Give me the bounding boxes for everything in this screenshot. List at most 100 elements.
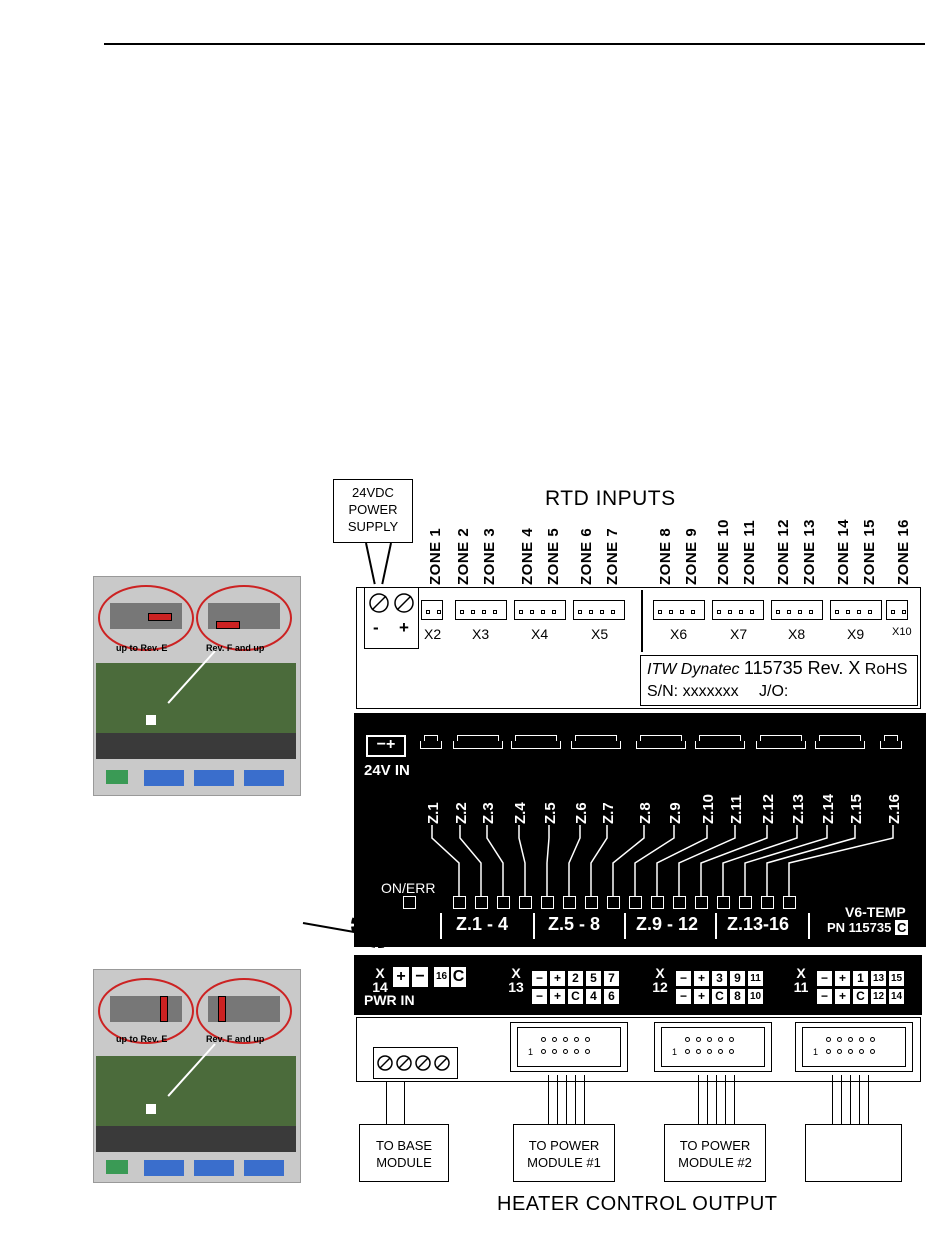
jumper — [148, 613, 172, 621]
output-terminal-cell: − — [816, 970, 833, 987]
zone-led — [497, 896, 510, 909]
terminal-block: - + — [364, 587, 419, 649]
pin-one-label: 1 — [528, 1047, 534, 1057]
group-divider — [808, 913, 810, 939]
output-terminal-cell: 10 — [747, 988, 764, 1005]
zone-led — [563, 896, 576, 909]
connector-pin — [589, 610, 593, 614]
header-inner — [802, 1027, 906, 1067]
connector-symbol-top — [515, 735, 557, 741]
board-traces — [431, 825, 894, 896]
header-pin — [707, 1049, 712, 1054]
bottom-box — [805, 1124, 902, 1182]
pwr-terminal-cell: + — [392, 966, 410, 988]
connector-pin — [728, 610, 732, 614]
ribbon-wire — [584, 1075, 585, 1127]
zone-led — [541, 896, 554, 909]
header-rule — [104, 43, 925, 45]
x-number: 14 — [372, 979, 388, 995]
zone-led — [453, 896, 466, 909]
output-terminal-cell: + — [834, 970, 851, 987]
blue-connector — [244, 1160, 284, 1176]
highlight-circle — [351, 902, 407, 948]
header-pin — [563, 1037, 568, 1042]
connector-symbol-top — [884, 735, 898, 741]
ribbon-wire — [850, 1075, 851, 1127]
ribbon-wire — [548, 1075, 549, 1127]
terminal-minus: - — [373, 618, 379, 637]
pin-one-label: 1 — [672, 1047, 678, 1057]
output-terminal-cell: 7 — [603, 970, 620, 987]
header-pin — [718, 1049, 723, 1054]
rtd-connector — [712, 600, 764, 620]
status-led — [403, 896, 416, 909]
header-pin — [696, 1037, 701, 1042]
zone-led — [761, 896, 774, 909]
connector-pin — [835, 610, 839, 614]
rtd-connector — [830, 600, 882, 620]
connector-pin — [868, 610, 872, 614]
connector-pin — [680, 610, 684, 614]
output-terminal-cell: 9 — [729, 970, 746, 987]
connector-pin — [493, 610, 497, 614]
header-pin — [696, 1049, 701, 1054]
header-pin — [552, 1037, 557, 1042]
zone-label: ZONE 10 — [715, 518, 732, 585]
connector-pin — [798, 610, 802, 614]
rtd-connector — [886, 600, 908, 620]
pwr-in-label: PWR IN — [364, 992, 415, 1008]
zone-label: ZONE 6 — [578, 527, 595, 585]
supply-wire — [365, 542, 376, 585]
blue-connector — [144, 770, 184, 786]
wire — [404, 1082, 405, 1124]
on-err-label: ON/ERR — [381, 880, 436, 896]
x-letter: X — [796, 965, 806, 981]
zone-led — [673, 896, 686, 909]
header-pin — [685, 1037, 690, 1042]
header-inner — [661, 1027, 765, 1067]
zone-label: ZONE 15 — [861, 518, 878, 585]
ribbon-wire — [725, 1075, 726, 1127]
connector-symbol — [571, 741, 621, 749]
jumper — [216, 621, 240, 629]
connector-symbol — [636, 741, 686, 749]
zone-label: ZONE 9 — [683, 527, 700, 585]
pwr-terminal-cell: C — [450, 966, 467, 988]
zone-label: ZONE 14 — [835, 518, 852, 585]
header-pin — [574, 1037, 579, 1042]
connector-pin — [787, 610, 791, 614]
connector-symbol — [756, 741, 806, 749]
module-bottom — [356, 1017, 921, 1082]
connector-pin — [857, 610, 861, 614]
group-divider — [715, 913, 717, 939]
header-pin — [718, 1037, 723, 1042]
green-terminal — [106, 1160, 128, 1174]
connector-pin — [530, 610, 534, 614]
connector-pin — [460, 610, 464, 614]
connector-pin — [578, 610, 582, 614]
group-divider — [624, 913, 626, 939]
output-terminal-cell: + — [549, 988, 566, 1005]
output-terminal-cell: 8 — [729, 988, 746, 1005]
trace-lines — [431, 825, 894, 896]
job-order: J/O: — [759, 683, 789, 700]
rtd-inputs-title: RTD INPUTS — [545, 487, 676, 510]
output-terminal-cell: 11 — [747, 970, 764, 987]
photo-label-right: Rev. F and up — [206, 1034, 265, 1044]
pcb-bottom — [96, 733, 296, 759]
pcb-bottom — [96, 1126, 296, 1152]
zone-label: ZONE 2 — [455, 527, 472, 585]
brand-name: ITW Dynatec — [647, 661, 740, 678]
connector-symbol — [453, 741, 503, 749]
bottom-box: TO POWER MODULE #1 — [513, 1124, 615, 1182]
zone-led — [651, 896, 664, 909]
blue-connector — [194, 770, 234, 786]
output-terminal-cell: 14 — [888, 988, 905, 1005]
connector-pin — [552, 610, 556, 614]
ribbon-wire — [566, 1075, 567, 1127]
power-in-label: 24V IN — [364, 762, 410, 779]
highlight-ellipse — [98, 585, 194, 651]
power-supply-box: 24VDC POWER SUPPLY — [333, 479, 413, 543]
